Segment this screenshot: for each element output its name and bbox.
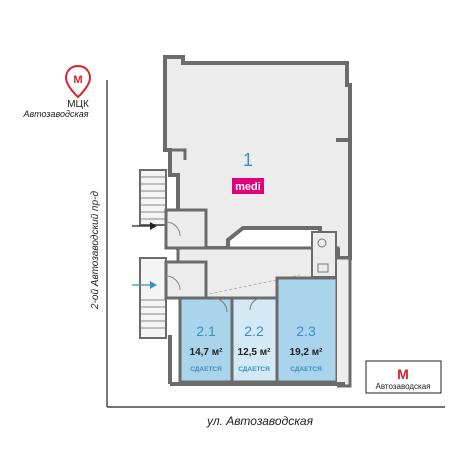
sink-fixture — [317, 263, 329, 273]
unit-2-2-number: 2.2 — [244, 323, 264, 339]
door-swing-upper — [165, 221, 181, 237]
unit-2-3-area: 19,2 м² — [290, 347, 324, 358]
unit-2-3-status: СДАЕТСЯ — [290, 366, 322, 373]
staircase-icon — [141, 176, 165, 220]
metro-bottom-station: Автозаводская — [375, 382, 430, 391]
wc-fixture — [317, 238, 327, 248]
staircase-lower — [139, 257, 167, 339]
unit-2-2-status: СДАЕТСЯ — [238, 366, 270, 373]
metro-top-line: МЦК — [67, 99, 89, 110]
room-1-number: 1 — [243, 150, 253, 170]
unit-door-swing — [212, 297, 228, 313]
metro-top-station: Автозаводская — [22, 109, 88, 119]
tenant-logo — [232, 178, 264, 194]
entrance-arrow-blue-icon — [132, 281, 157, 289]
wc-room — [311, 231, 337, 278]
door-swing-lower — [165, 275, 181, 291]
unit-2-3-number: 2.3 — [296, 323, 316, 339]
vestibule-upper — [164, 208, 208, 250]
unit-door-swing-2 — [249, 297, 263, 311]
wall-right-lower — [337, 256, 352, 388]
street-left-label: 2-ой Автозаводский пр-д — [90, 191, 101, 310]
tenant-logo-text: medi — [235, 181, 261, 193]
vestibule-lower — [164, 260, 208, 300]
entrance-arrow-icon — [132, 222, 157, 230]
unit-2-1-area: 14,7 м² — [190, 347, 224, 358]
unit-2-1-status: СДАЕТСЯ — [190, 366, 222, 373]
staircase-lower-icon — [141, 299, 165, 329]
metro-pin-logo: M — [73, 74, 82, 86]
unit-2-2-area: 12,5 м² — [238, 347, 272, 358]
metro-logo-icon: M — [397, 366, 409, 382]
wall-column-left — [165, 148, 187, 160]
metro-pin-icon: M — [64, 64, 92, 99]
unit-2-1-number: 2.1 — [196, 323, 216, 339]
metro-bottom-box — [365, 360, 442, 394]
corridor-dash — [189, 274, 301, 299]
street-bottom-label: ул. Автозаводская — [206, 414, 314, 428]
